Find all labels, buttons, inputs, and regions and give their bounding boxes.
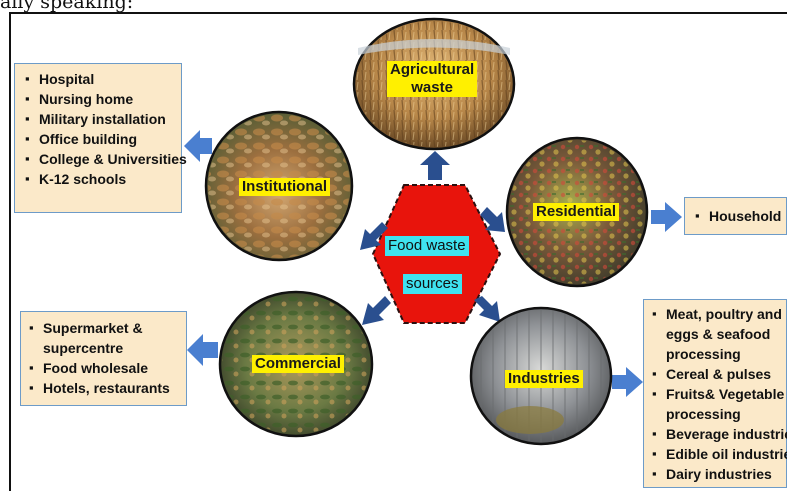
arrow-to-household-box	[651, 202, 682, 232]
list-item: Office building	[23, 129, 181, 149]
residential-label: Residential	[533, 203, 620, 221]
list-item: College & Universities	[23, 149, 187, 169]
list-item: Supermarket & supercentre	[27, 318, 178, 358]
institutional-list: Hospital Nursing home Military installat…	[23, 69, 187, 189]
agricultural-label-line1: Agricultural	[390, 61, 475, 78]
center-label-line1: Food waste	[385, 236, 469, 256]
list-item: Hospital	[23, 69, 181, 89]
residential-box: Household	[684, 197, 787, 235]
list-item: Fruits& Vegetable processing	[650, 384, 786, 424]
list-item: Hotels, restaurants	[27, 378, 186, 398]
commercial-label: Commercial	[252, 355, 344, 373]
list-item: Military installation	[23, 109, 181, 129]
arrow-to-commercial-box	[187, 334, 218, 366]
arrow-to-residential	[480, 207, 505, 232]
residential-list: Household	[693, 206, 786, 226]
list-item: K-12 schools	[23, 169, 181, 189]
institutional-label: Institutional	[239, 178, 330, 196]
list-item: Beverage industries	[650, 424, 787, 444]
list-item: Edible oil industries	[650, 444, 787, 464]
list-item: Food wholesale	[27, 358, 186, 378]
list-item: Meat, poultry and eggs & seafood process…	[650, 304, 786, 364]
list-item: Household	[693, 206, 786, 226]
industries-label: Industries	[505, 370, 583, 388]
arrow-to-institutional-box	[184, 130, 212, 162]
agricultural-label-line2: waste	[411, 79, 453, 96]
arrow-to-industries-box	[612, 367, 643, 397]
list-item: Dairy industries	[650, 464, 786, 484]
industries-box: Meat, poultry and eggs & seafood process…	[643, 299, 787, 488]
institutional-box: Hospital Nursing home Military installat…	[14, 63, 187, 213]
commercial-box: Supermarket & supercentre Food wholesale…	[20, 311, 187, 406]
arrow-to-commercial	[362, 296, 391, 325]
list-item: Cereal & pulses	[650, 364, 786, 384]
list-item: Nursing home	[23, 89, 181, 109]
arrow-to-institutional	[360, 222, 388, 250]
top-cropped-text: ally speaking:	[0, 0, 134, 13]
center-label-line2: sources	[403, 274, 462, 294]
arrow-to-agricultural	[420, 151, 450, 180]
arrow-to-industries	[474, 296, 500, 322]
agricultural-label: Agricultural waste	[387, 61, 478, 97]
figure-frame	[9, 12, 787, 491]
industries-list: Meat, poultry and eggs & seafood process…	[650, 304, 787, 484]
commercial-list: Supermarket & supercentre Food wholesale…	[27, 318, 186, 398]
